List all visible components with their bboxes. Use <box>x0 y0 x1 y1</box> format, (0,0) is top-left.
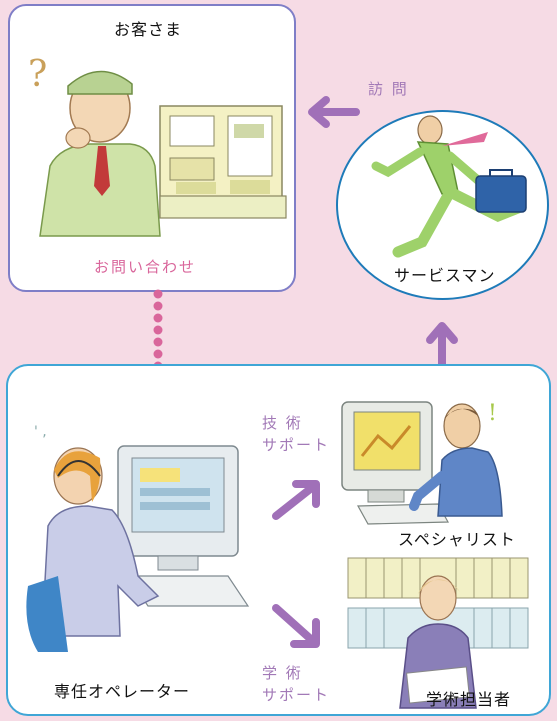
specialist-illustration: ! <box>341 401 503 525</box>
academic-staff-illustration <box>347 557 529 709</box>
customer-panel: お客さま ? お問い合わせ <box>8 4 296 292</box>
visit-arrow-icon <box>308 96 360 128</box>
academic-support-arrow-icon <box>272 604 320 648</box>
academic-support-line1: 学 術 <box>262 664 303 682</box>
tech-support-label: 技 術 サポート <box>262 412 330 456</box>
operator-label: 専任オペレーター <box>54 682 191 701</box>
inquiry-label: お問い合わせ <box>94 258 197 276</box>
customer-title: お客さま <box>114 20 183 39</box>
svg-text:' ,: ' , <box>34 424 47 440</box>
service-man-illustration <box>371 115 527 258</box>
tech-support-line1: 技 術 <box>262 414 303 432</box>
academic-support-line2: サポート <box>262 686 331 704</box>
svg-text:?: ? <box>28 54 47 95</box>
academic-staff-label: 学術担当者 <box>426 690 512 709</box>
tech-support-arrow-icon <box>272 480 320 520</box>
customer-illustration: ? <box>28 54 287 237</box>
dispatch-arrow-icon <box>426 322 458 370</box>
operator-illustration: ' , <box>26 424 250 652</box>
service-man-label: サービスマン <box>394 266 496 285</box>
academic-support-label: 学 術 サポート <box>262 662 330 706</box>
tech-support-line2: サポート <box>262 436 331 454</box>
service-man-circle: サービスマン <box>336 110 549 300</box>
svg-text:!: ! <box>488 401 497 426</box>
support-panel: ' , 専任オペレーター 技 術 サポート ! <box>6 364 551 716</box>
visit-label: 訪 問 <box>368 80 409 98</box>
specialist-label: スペシャリスト <box>398 530 516 549</box>
